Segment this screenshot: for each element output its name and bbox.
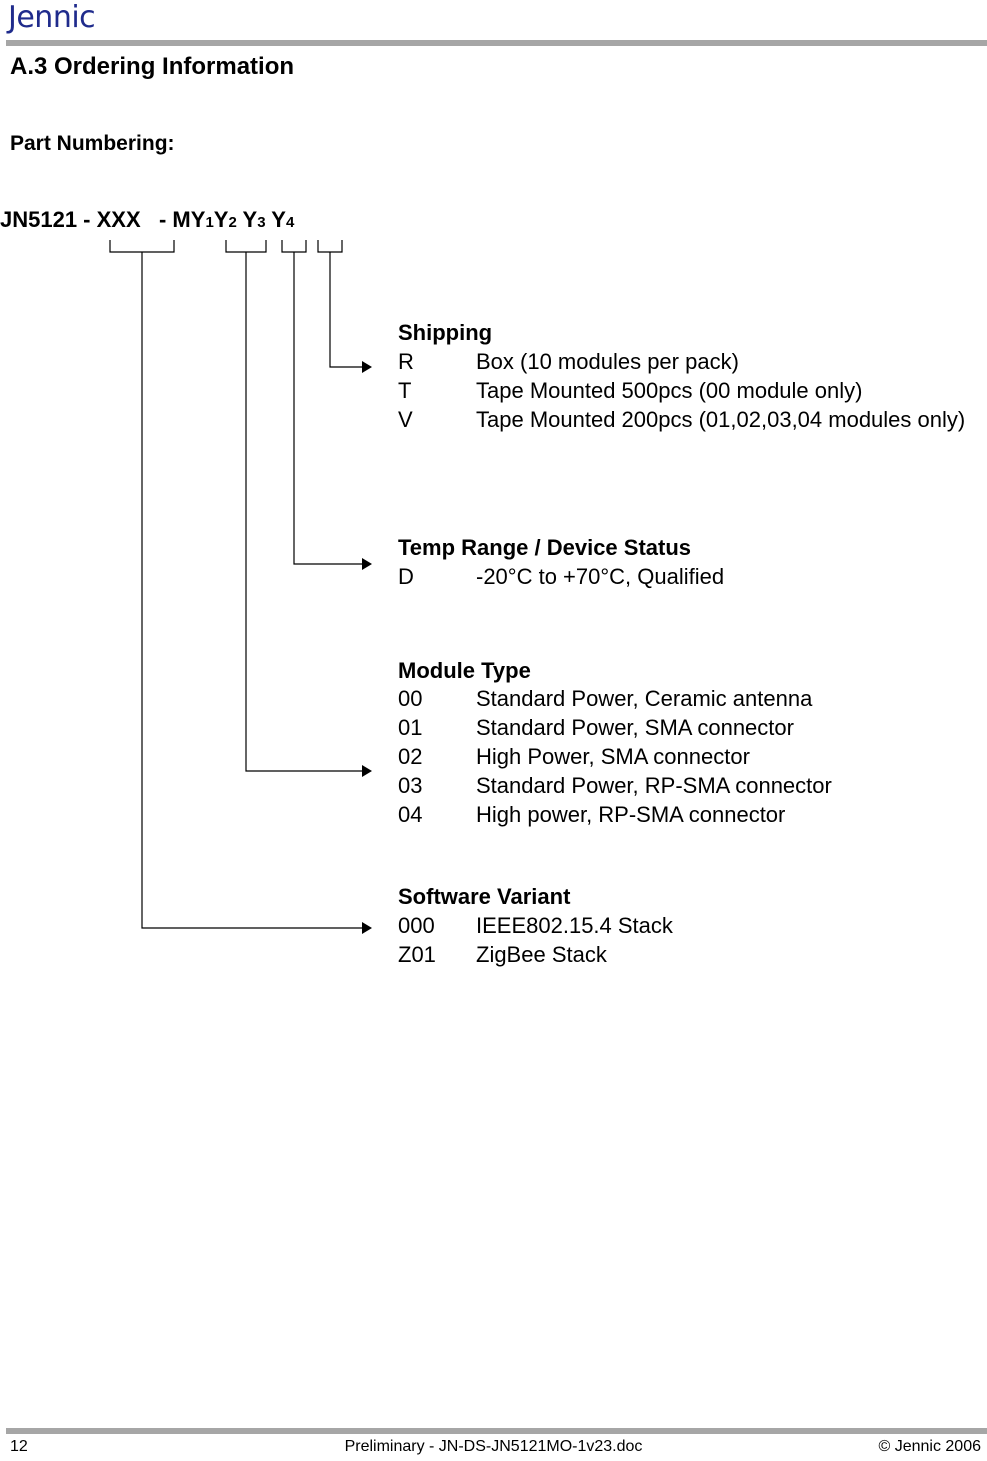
option-code: 03 (398, 773, 423, 798)
part-y2-letter: Y (213, 207, 229, 232)
part-numbering-heading: Part Numbering: (10, 132, 175, 155)
option-code: 04 (398, 802, 423, 827)
part-y2: 2 (228, 214, 237, 231)
option-desc: IEEE802.15.4 Stack (476, 913, 673, 938)
part-prefix: JN5121 - XXX (0, 207, 141, 232)
list-item: 01 Standard Power, SMA connector (398, 713, 978, 742)
bracket-y4 (317, 240, 343, 253)
option-desc: Standard Power, Ceramic antenna (476, 686, 813, 711)
part-y3: 3 (257, 214, 266, 231)
group-title-module: Module Type (398, 658, 531, 683)
list-item: 03 Standard Power, RP-SMA connector (398, 771, 978, 800)
copyright: © Jennic 2006 (878, 1438, 981, 1455)
section-title: A.3 Ordering Information (10, 53, 295, 80)
option-code: T (398, 378, 412, 403)
option-code: D (398, 564, 414, 589)
header-rule (6, 40, 987, 46)
option-desc: Tape Mounted 200pcs (01,02,03,04 modules… (476, 407, 966, 432)
option-desc: ZigBee Stack (476, 942, 607, 967)
option-code: 01 (398, 715, 423, 740)
list-item: T Tape Mounted 500pcs (00 module only) (398, 376, 978, 405)
option-code: 00 (398, 686, 423, 711)
option-desc: Standard Power, RP-SMA connector (476, 773, 832, 798)
doc-reference: Preliminary - JN-DS-JN5121MO-1v23.doc (344, 1438, 643, 1455)
connector-diagram (109, 240, 372, 934)
arrow-module (362, 765, 372, 777)
option-code: R (398, 349, 414, 374)
bracket-xxx (109, 240, 175, 253)
option-code: 000 (398, 913, 435, 938)
group-title-shipping: Shipping (398, 320, 493, 345)
list-item: 00 Standard Power, Ceramic antenna (398, 684, 978, 713)
option-code: 02 (398, 744, 423, 769)
leader-module (245, 252, 362, 772)
footer-rule (6, 1428, 987, 1434)
part-sep: - MY (158, 207, 206, 232)
option-desc: High Power, SMA connector (476, 744, 750, 769)
arrow-shipping (362, 361, 372, 373)
option-desc: Tape Mounted 500pcs (00 module only) (476, 378, 863, 403)
option-desc: Box (10 modules per pack) (476, 349, 739, 374)
group-title-temp: Temp Range / Device Status (398, 535, 692, 560)
list-item: 02 High Power, SMA connector (398, 742, 978, 771)
leader-shipping (329, 252, 362, 368)
arrow-software (362, 922, 372, 934)
part-y4: 4 (285, 214, 295, 231)
option-desc: High power, RP-SMA connector (476, 802, 786, 827)
option-code: V (398, 407, 413, 432)
bracket-y3 (281, 240, 307, 253)
leader-software (141, 252, 362, 929)
list-item: 04 High power, RP-SMA connector (398, 800, 978, 829)
list-item: R Box (10 modules per pack) (398, 347, 978, 376)
part-y4-letter: Y (271, 207, 286, 232)
leader-temp (293, 252, 362, 565)
option-desc: -20°C to +70°C, Qualified (476, 564, 725, 589)
list-item: Z01 ZigBee Stack (398, 940, 978, 969)
bracket-y2 (225, 240, 267, 253)
option-code: Z01 (398, 942, 436, 967)
group-title-software: Software Variant (398, 884, 571, 909)
page-number: 12 (10, 1438, 28, 1455)
arrow-temp (362, 558, 372, 570)
part-number-code: JN5121 - XXX - MY1Y2 Y3 Y4 (0, 205, 294, 238)
list-item: 000 IEEE802.15.4 Stack (398, 911, 978, 940)
option-desc: Standard Power, SMA connector (476, 715, 794, 740)
part-y3-letter: Y (242, 207, 258, 232)
part-y1: 1 (205, 214, 214, 231)
jennic-logo: Jennic (8, 0, 96, 35)
list-item: D -20°C to +70°C, Qualified (398, 562, 978, 591)
list-item: V Tape Mounted 200pcs (01,02,03,04 modul… (398, 405, 978, 463)
